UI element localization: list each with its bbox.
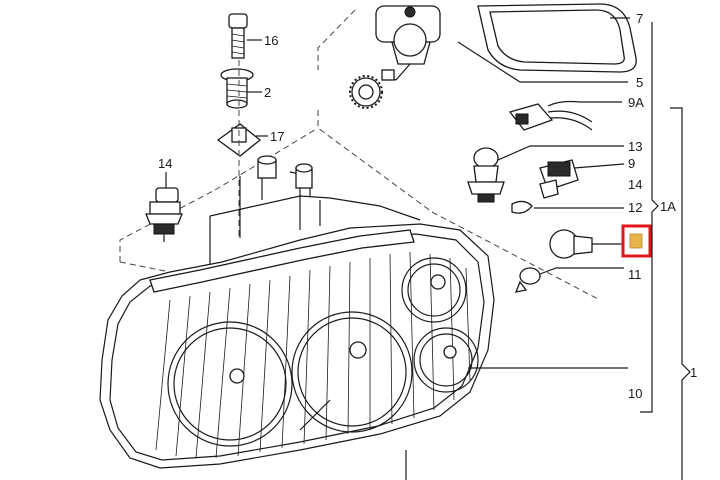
part-clip-17 xyxy=(216,123,268,157)
part-leveling-motor xyxy=(375,5,441,81)
dashed-assembly-outline xyxy=(119,9,601,301)
callout-9: 9 xyxy=(628,156,635,171)
part-toothed-ring xyxy=(349,75,383,109)
callout-7: 7 xyxy=(636,11,643,26)
leader-inner-lens xyxy=(299,399,331,431)
low-beam-reflector xyxy=(167,321,293,447)
callout-17: 17 xyxy=(270,129,284,144)
callout-14-right: 14 xyxy=(628,177,642,192)
part-screw-16 xyxy=(228,13,262,59)
callout-10: 10 xyxy=(628,386,642,401)
indicator-reflectors xyxy=(401,257,479,393)
part-bulb-11 xyxy=(514,267,624,293)
highlight-marker-square xyxy=(629,233,643,249)
part-bulb-13 xyxy=(467,145,624,203)
callout-2: 2 xyxy=(264,85,271,100)
highlight-red-box xyxy=(621,224,652,258)
part-socket-9 xyxy=(539,159,625,199)
callout-1A: 1A xyxy=(660,199,676,214)
bracket-group-1 xyxy=(670,107,691,480)
part-bulb-14-left xyxy=(145,172,183,242)
high-beam-reflector xyxy=(291,311,413,433)
callout-1: 1 xyxy=(690,365,697,380)
callout-9A: 9A xyxy=(628,95,644,110)
part-connector-9A xyxy=(508,100,622,131)
callout-14-left: 14 xyxy=(158,156,172,171)
part-clip-12 xyxy=(511,200,624,214)
part-nut-insert-2 xyxy=(220,68,262,109)
bracket-group-1A xyxy=(640,22,659,413)
part-gasket-7 xyxy=(477,3,637,73)
callout-5: 5 xyxy=(636,75,643,90)
part-bulb-highlighted xyxy=(549,224,652,259)
leader-5 xyxy=(457,41,628,83)
callout-13: 13 xyxy=(628,139,642,154)
callout-16: 16 xyxy=(264,33,278,48)
callout-12: 12 xyxy=(628,200,642,215)
callout-11: 11 xyxy=(628,267,642,282)
